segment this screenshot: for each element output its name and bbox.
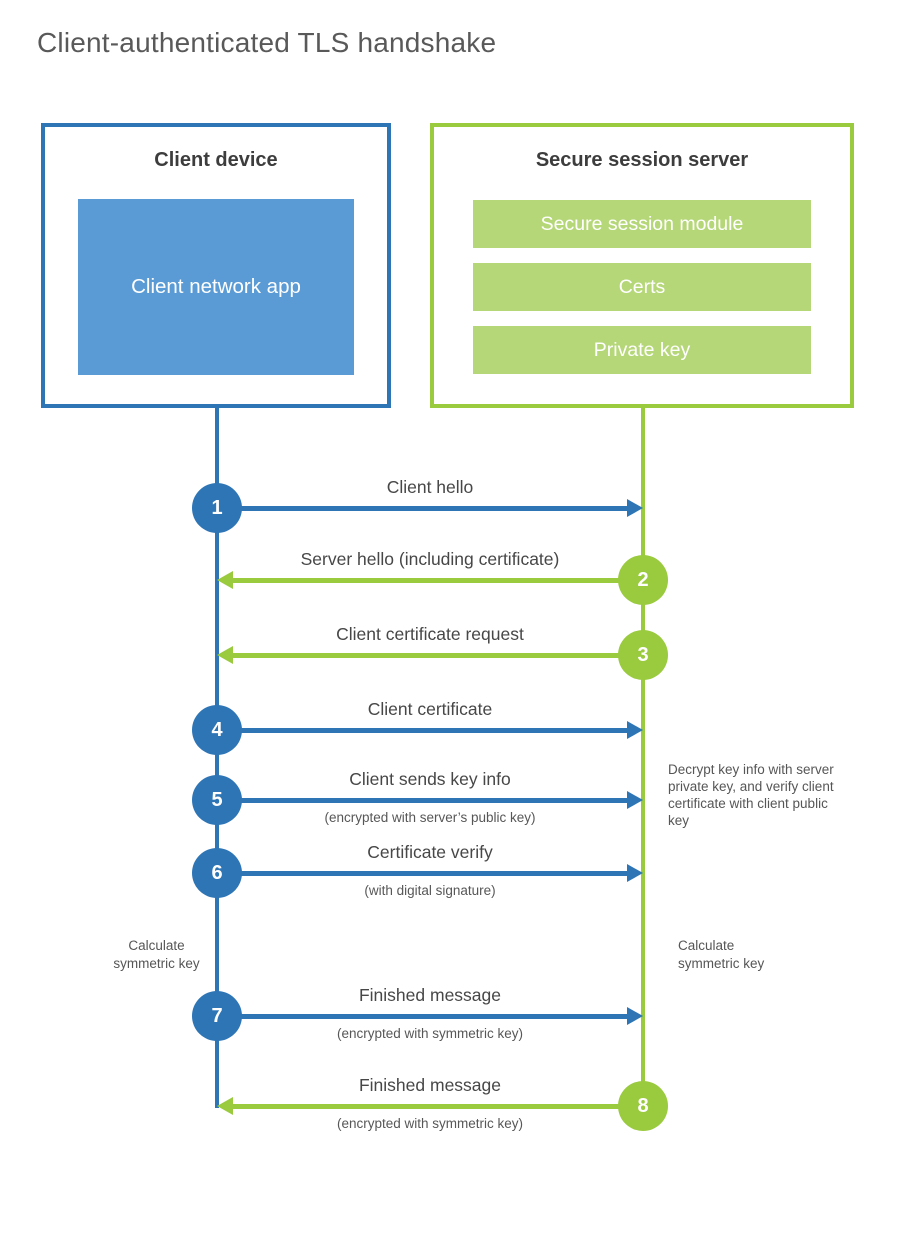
message-sublabel: (encrypted with server’s public key) <box>324 810 536 825</box>
step-number: 1 <box>211 496 223 519</box>
server-lifeline <box>641 406 645 1106</box>
arrow-line <box>217 798 629 803</box>
message-label: Finished message <box>358 985 502 1005</box>
step-number: 7 <box>211 1004 223 1027</box>
client-lifeline <box>215 406 219 1108</box>
arrow-line <box>231 653 643 658</box>
arrow-head-right-icon <box>627 791 643 809</box>
server-calculate-note: Calculate symmetric key <box>678 938 765 971</box>
message-label: Server hello (including certificate) <box>300 549 560 569</box>
arrow-line <box>231 1104 643 1109</box>
client-calculate-note: Calculate symmetric key <box>113 938 200 971</box>
arrow-line <box>217 506 629 511</box>
step-number: 3 <box>637 643 649 666</box>
step-marker-8: 8 <box>618 1081 668 1131</box>
server-module-bar: Private key <box>473 326 811 374</box>
step-marker-7: 7 <box>192 991 242 1041</box>
message-label: Client sends key info <box>349 769 511 789</box>
step-number: 6 <box>211 861 223 884</box>
client-app-label: Client network app <box>131 275 301 298</box>
server-module-bar: Certs <box>473 263 811 311</box>
message-sublabel: (encrypted with symmetric key) <box>336 1026 524 1041</box>
step-marker-3: 3 <box>618 630 668 680</box>
step-marker-4: 4 <box>192 705 242 755</box>
step-marker-5: 5 <box>192 775 242 825</box>
arrow-head-right-icon <box>627 1007 643 1025</box>
arrow-head-right-icon <box>627 499 643 517</box>
arrow-head-left-icon <box>217 1097 233 1115</box>
server-box-title: Secure session server <box>535 149 749 171</box>
client-network-app-block: Client network app <box>78 199 354 375</box>
arrow-line <box>217 1014 629 1019</box>
message-label: Finished message <box>358 1075 502 1095</box>
arrow-line <box>217 871 629 876</box>
message-label: Certificate verify <box>367 842 493 862</box>
step-number: 2 <box>637 568 649 591</box>
step-number: 5 <box>211 788 223 811</box>
arrow-head-right-icon <box>627 864 643 882</box>
arrow-head-left-icon <box>217 646 233 664</box>
step-marker-1: 1 <box>192 483 242 533</box>
client-device-box: Client device Client network app <box>41 123 391 408</box>
page-title: Client-authenticated TLS handshake <box>37 27 497 58</box>
step-marker-2: 2 <box>618 555 668 605</box>
server-decrypt-note: Decrypt key info with server private key… <box>668 762 834 828</box>
arrow-head-right-icon <box>627 721 643 739</box>
secure-session-server-box: Secure session server Secure session mod… <box>430 123 854 408</box>
arrow-head-left-icon <box>217 571 233 589</box>
message-label: Client certificate <box>367 699 493 719</box>
step-marker-6: 6 <box>192 848 242 898</box>
step-number: 4 <box>211 718 223 741</box>
message-sublabel: (encrypted with symmetric key) <box>336 1116 524 1131</box>
arrow-line <box>231 578 643 583</box>
message-sublabel: (with digital signature) <box>364 883 496 898</box>
message-label: Client hello <box>386 477 474 497</box>
message-label: Client certificate request <box>336 624 524 644</box>
client-box-title: Client device <box>154 149 278 171</box>
step-number: 8 <box>637 1094 649 1117</box>
arrow-line <box>217 728 629 733</box>
server-module-bar: Secure session module <box>473 200 811 248</box>
